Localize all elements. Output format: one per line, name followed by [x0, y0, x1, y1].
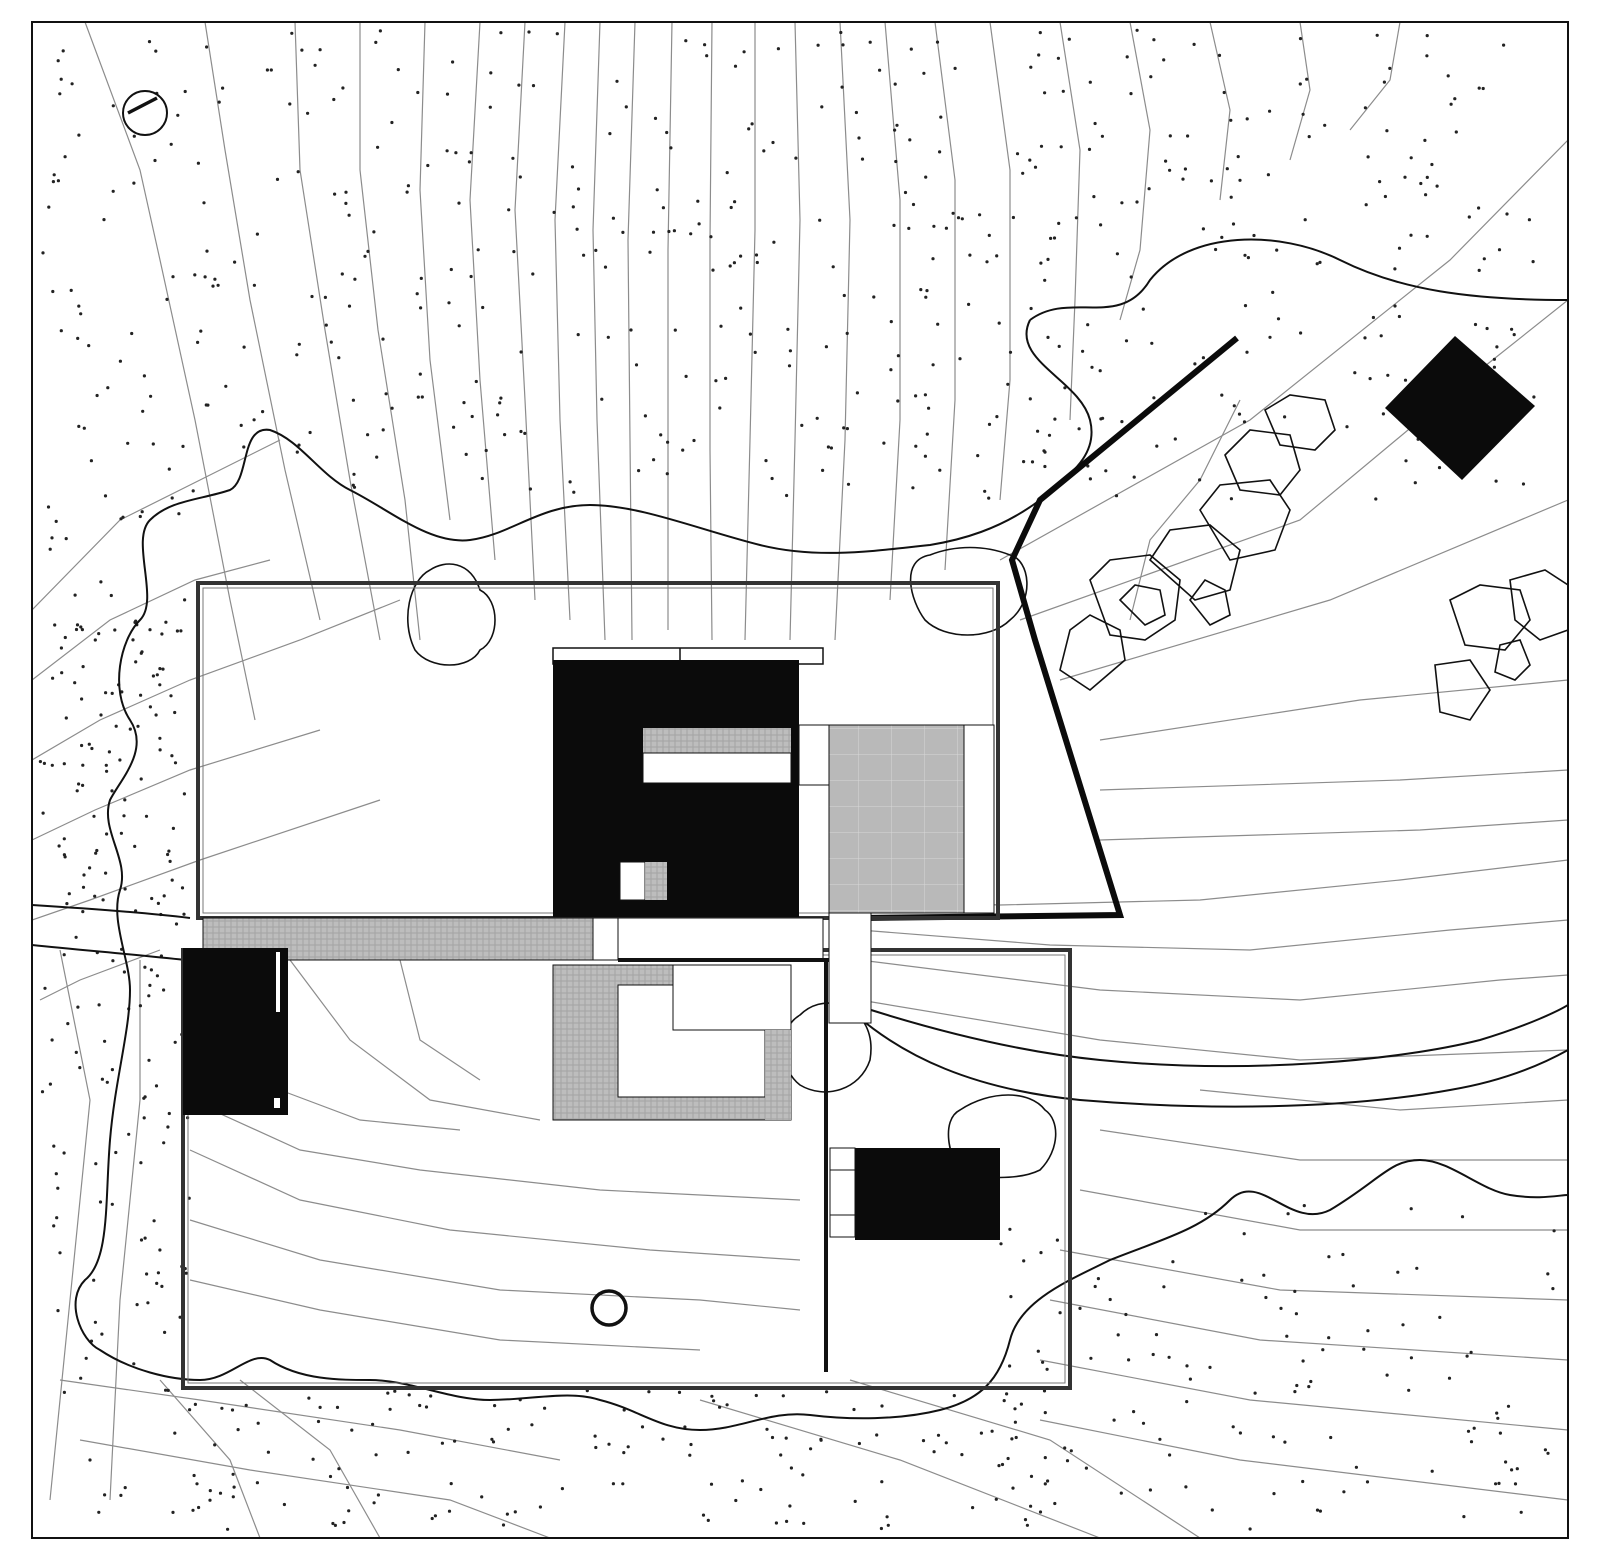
guest-house — [829, 1147, 1000, 1240]
main-house — [552, 647, 830, 917]
landscape-edge-lines — [32, 238, 1568, 1432]
tree-canopy-2 — [909, 546, 1028, 636]
drawing-frame — [31, 21, 1569, 1539]
west-annex — [183, 948, 288, 1115]
vegetation-stipple — [38, 28, 1556, 1531]
hatched-court — [552, 964, 792, 1121]
circular-feature — [590, 1289, 628, 1327]
outbuilding-solid — [1385, 336, 1535, 480]
tree-canopy-1 — [407, 563, 496, 666]
north-arrow-icon — [122, 90, 168, 136]
topographic-contours — [32, 22, 1568, 1538]
paved-terrace — [828, 724, 965, 914]
boundary-wall-line — [859, 335, 1239, 921]
tree-outlines — [407, 394, 1568, 1179]
